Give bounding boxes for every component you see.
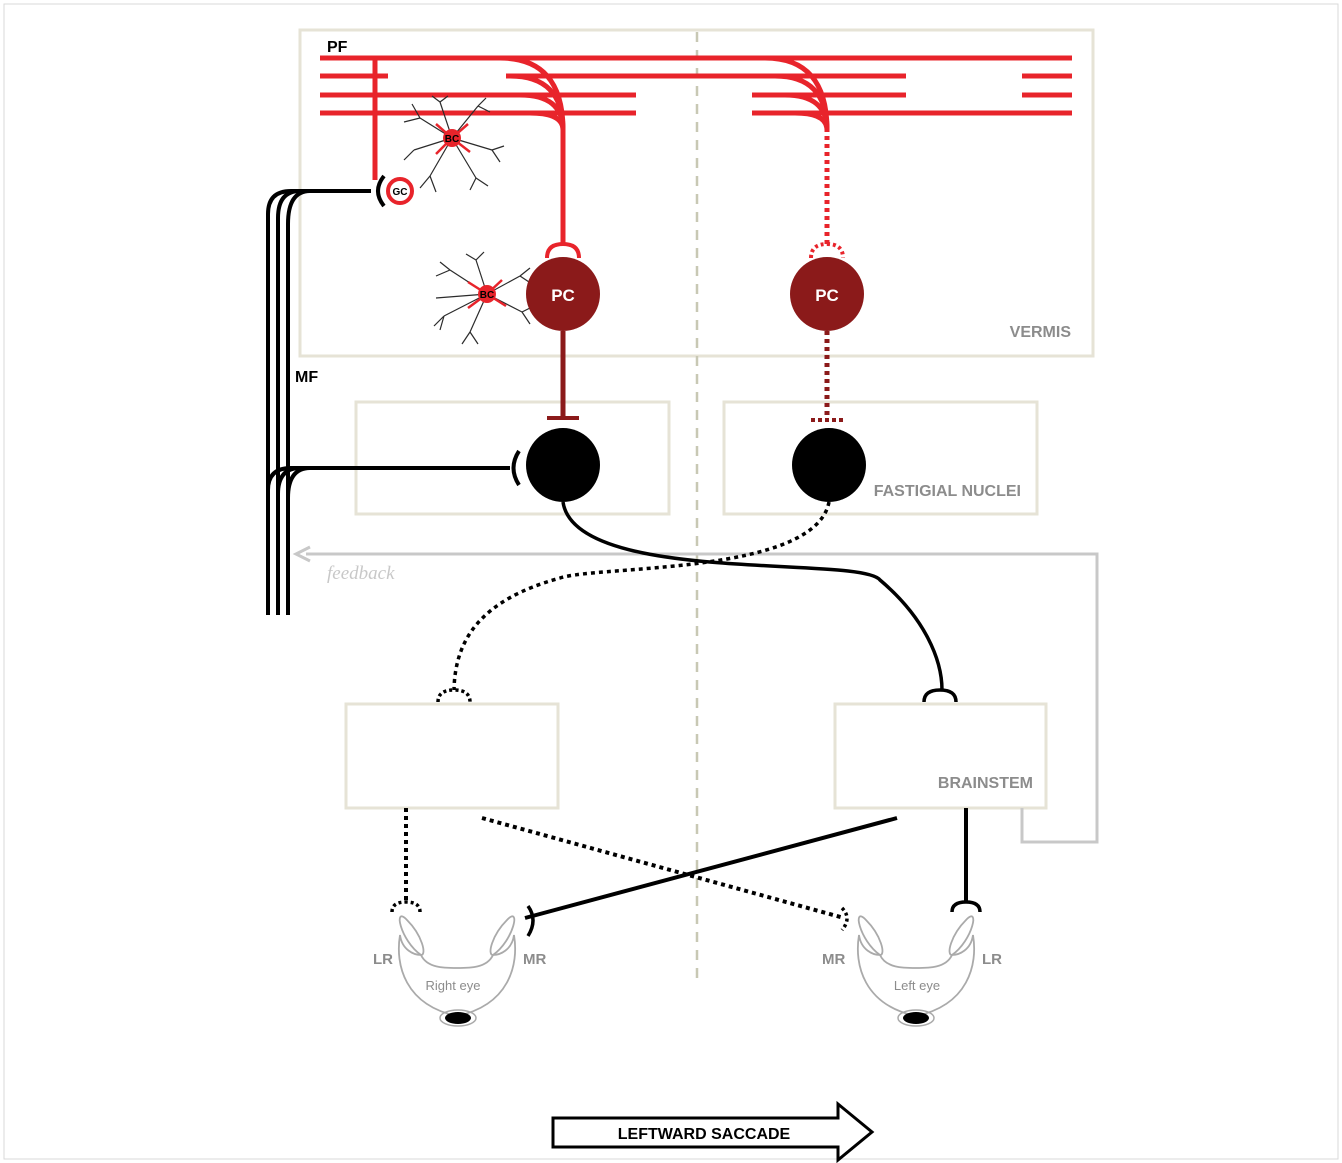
saccade-arrow [551, 1100, 875, 1163]
right-bs-to-mr [524, 816, 898, 920]
right-eye-lr-label: LR [373, 951, 393, 968]
pf-label: PF [327, 39, 348, 56]
pc-left-synapse [545, 241, 581, 259]
left-eye-mr-label: MR [822, 951, 845, 968]
bc-upper-label: BC [445, 134, 459, 145]
fastigial-neuron-left [526, 428, 600, 502]
mossy-fibers [266, 189, 510, 615]
feedback-arrowhead [292, 545, 311, 563]
fastigial-box-right [722, 400, 1039, 516]
page-border [3, 3, 1339, 1160]
left-eye-iris [897, 1009, 935, 1027]
basket-cell-upper-body [443, 129, 461, 147]
purkinje-cell-left [526, 257, 600, 331]
brainstem-label: BRAINSTEM [938, 775, 1033, 792]
mf-label: MF [295, 369, 318, 386]
right-eye-label: Right eye [426, 978, 481, 993]
fastigial-box-left [354, 400, 671, 516]
fastigial-neuron-right [792, 428, 866, 502]
gc-synapse [376, 174, 386, 208]
vermis-label: VERMIS [1010, 324, 1072, 341]
granule-cell [386, 177, 414, 205]
left-eye-lr-label: LR [982, 951, 1002, 968]
pc-right-label: PC [815, 286, 839, 305]
right-eye-lr-synapse [390, 900, 422, 913]
left-eye-label: Left eye [894, 978, 940, 993]
feedback-loop [306, 552, 1099, 844]
left-eye-icon [856, 915, 976, 1017]
fastigial-label: FASTIGIAL NUCLEI [874, 483, 1021, 500]
brainstem-box-right [833, 702, 1048, 810]
right-eye-mr-synapse [526, 904, 535, 937]
feedback-label: feedback [327, 563, 395, 584]
pc-right-synapse [809, 241, 845, 259]
fn-right-output [452, 501, 831, 691]
left-eye-pupil [903, 1012, 929, 1024]
pc-left-dendrites [499, 55, 566, 131]
fn-left-mf-synapse [511, 449, 521, 487]
left-eye-lr-synapse [950, 900, 982, 913]
right-eye-mr-label: MR [523, 951, 546, 968]
right-eye-pupil [445, 1012, 471, 1024]
brainstem-box-left [344, 702, 560, 810]
right-eye-icon [397, 915, 517, 1017]
fn-left-output [561, 501, 944, 691]
brainstem-left-synapse [436, 688, 472, 703]
basket-cell-lower-body [478, 285, 496, 303]
purkinje-cell-right [790, 257, 864, 331]
saccade-label: LEFTWARD SACCADE [618, 1126, 791, 1143]
left-eye-mr-synapse [840, 906, 849, 932]
bc-lower-label: BC [480, 290, 494, 301]
brainstem-right-synapse [922, 688, 958, 703]
right-eye-iris [439, 1009, 477, 1027]
gc-label: GC [393, 187, 408, 198]
left-bs-to-mr [481, 816, 845, 920]
pc-left-label: PC [551, 286, 575, 305]
pc-right-dendrites [764, 55, 830, 131]
